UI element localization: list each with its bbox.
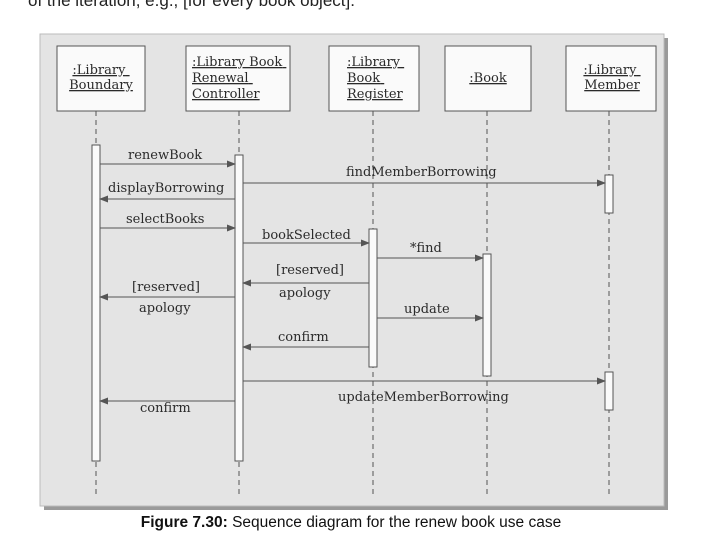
- activation-member-update: [604, 371, 614, 411]
- activation-controller: [234, 154, 244, 462]
- label-confirm-register: confirm: [278, 330, 329, 345]
- label-display-borrowing: displayBorrowing: [108, 181, 224, 196]
- activation-member-find: [604, 174, 614, 214]
- preceding-text-line: of the iteration, e.g., [for every book …: [28, 0, 355, 10]
- label-apology-boundary: apology: [139, 301, 191, 316]
- lifeline-controller: :Library Book Renewal Controller: [185, 45, 291, 112]
- svg-text::Library Book Renewal: :Library Book Renewal Controller: [192, 55, 286, 102]
- svg-text::Library Book Regi: :Library Book Register: [347, 55, 404, 102]
- svg-text::Library Boundary: :Library Boundary: [69, 63, 133, 93]
- lifeline-member: :Library Member: [565, 45, 657, 112]
- caption-text: Sequence diagram for the renew book use …: [227, 514, 562, 531]
- activation-register: [368, 228, 378, 368]
- lifeline-register-line3: Register: [347, 87, 404, 102]
- lifeline-member-line1: :Library: [583, 63, 637, 78]
- lifeline-controller-line1: :Library Book: [192, 55, 282, 70]
- label-apology-register: apology: [279, 286, 331, 301]
- label-renew-book: renewBook: [128, 148, 202, 163]
- figure-caption: Figure 7.30: Sequence diagram for the re…: [0, 514, 702, 532]
- label-find: *find: [410, 241, 442, 256]
- label-book-selected: bookSelected: [262, 228, 351, 243]
- lifeline-book: :Book: [444, 45, 532, 112]
- label-find-member-borrowing: findMemberBorrowing: [346, 165, 497, 180]
- lifeline-boundary: :Library Boundary: [56, 45, 146, 112]
- label-select-books: selectBooks: [126, 212, 204, 227]
- diagram-panel: [39, 33, 665, 507]
- activation-boundary: [91, 144, 101, 462]
- label-reserved-boundary: [reserved]: [132, 280, 200, 295]
- lifeline-controller-line2: Renewal: [192, 71, 249, 86]
- svg-text::Library Member: :Library Member: [583, 63, 640, 93]
- label-confirm-boundary: confirm: [140, 401, 191, 416]
- label-update: update: [404, 302, 450, 317]
- lifeline-boundary-line2: Boundary: [69, 78, 133, 93]
- activation-book: [482, 253, 492, 377]
- lifeline-register: :Library Book Register: [328, 45, 420, 112]
- label-update-member-borrowing: updateMemberBorrowing: [338, 390, 509, 405]
- lifeline-boundary-line1: :Library: [72, 63, 126, 78]
- lifeline-member-line2: Member: [584, 78, 640, 93]
- caption-label: Figure 7.30:: [140, 514, 228, 531]
- label-reserved-register: [reserved]: [276, 263, 344, 278]
- lifeline-book-line1: :Book: [469, 71, 507, 86]
- lifeline-register-line1: :Library: [347, 55, 401, 70]
- lifeline-register-line2: Book: [347, 71, 380, 86]
- lifeline-controller-line3: Controller: [192, 87, 260, 102]
